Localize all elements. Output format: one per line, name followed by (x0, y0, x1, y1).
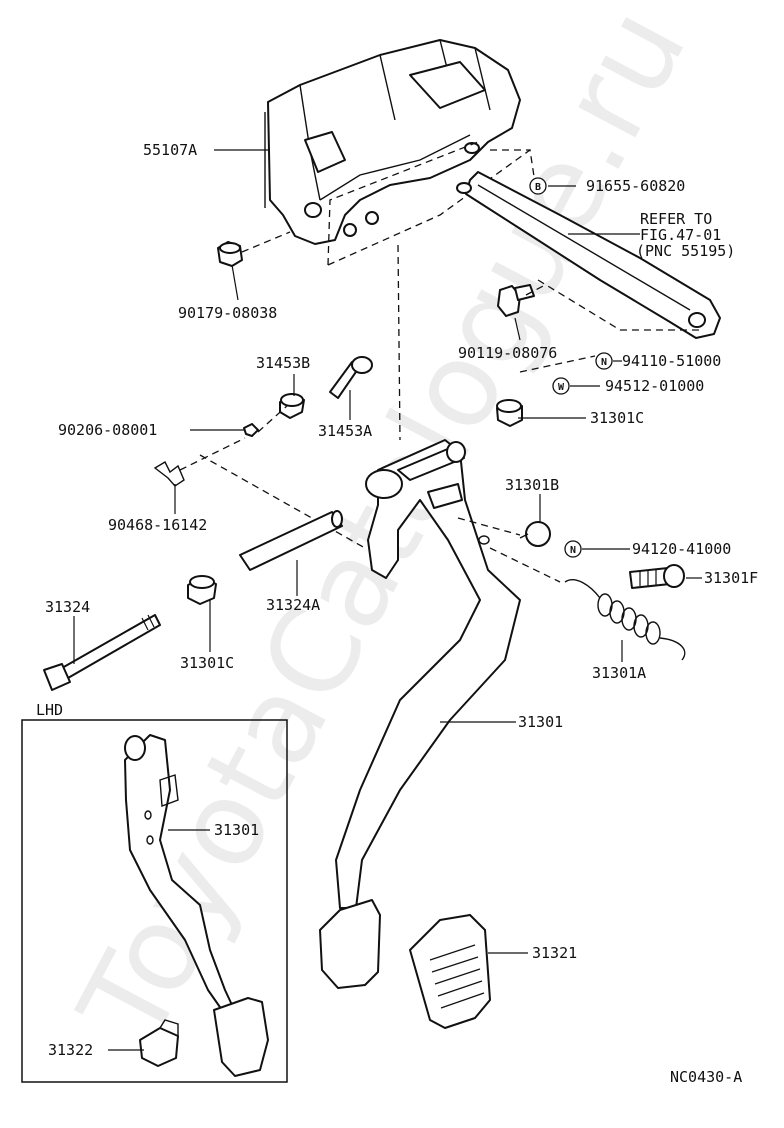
brake-pedal-lhd (124, 734, 269, 1077)
label-31301b: 31301B (505, 476, 559, 494)
bolt-31324 (43, 614, 161, 691)
stopper-31301b (519, 521, 551, 547)
nut-90179-08038 (217, 241, 243, 267)
washer-symbol-letter: W (558, 382, 565, 393)
bolt-symbol: B (529, 177, 547, 195)
refer-note-line-2: FIG.47-01 (640, 226, 721, 244)
shaft-31324a (239, 510, 343, 571)
return-spring-31301a (564, 579, 686, 661)
label-31301-lhd: 31301 (214, 821, 259, 839)
nut-symbol: N (595, 352, 613, 370)
label-31324a: 31324A (266, 596, 320, 614)
label-31301c-upper: 31301C (590, 409, 644, 427)
clip-90206-08001 (243, 423, 259, 437)
leader-lines (73, 149, 702, 1051)
collar-31301c-upper (496, 399, 523, 427)
support-rod (456, 171, 721, 339)
dashed-bracket-outline (327, 141, 536, 266)
lhd-inset-frame (21, 719, 288, 1083)
bolt-31301f (629, 564, 685, 589)
refer-note-line-1: REFER TO (640, 210, 712, 228)
label-31301a: 31301A (592, 664, 646, 682)
pin-31453a (329, 356, 373, 399)
label-91655-60820: 91655-60820 (586, 177, 685, 195)
nut-symbol-2: N (564, 540, 582, 558)
label-31453a: 31453A (318, 422, 372, 440)
spring-pin-90468-16142 (153, 461, 185, 487)
label-31322: 31322 (48, 1041, 93, 1059)
pedal-pad-31321 (409, 914, 491, 1029)
label-94110-51000: 94110-51000 (622, 352, 721, 370)
bracket-55107a (264, 39, 521, 245)
bushing-31453b (279, 393, 305, 419)
collar-31301c-lower (187, 575, 217, 605)
washer-symbol: W (552, 377, 570, 395)
bolt-90119-08076 (497, 284, 535, 317)
label-94512-01000: 94512-01000 (605, 377, 704, 395)
label-31324: 31324 (45, 598, 90, 616)
refer-note-line-3: (PNC 55195) (636, 242, 735, 260)
stop-light-switch-31322 (139, 1019, 179, 1067)
bolt-symbol-letter: B (535, 182, 541, 193)
label-31301c-lower: 31301C (180, 654, 234, 672)
brake-pedal-31301 (319, 439, 521, 989)
label-90179-08038: 90179-08038 (178, 304, 277, 322)
nut-symbol-letter: N (601, 357, 607, 368)
label-31301f: 31301F (704, 569, 758, 587)
label-90468-16142: 90468-16142 (108, 516, 207, 534)
nut-symbol-2-letter: N (570, 545, 576, 556)
diagram-code: NC0430-A (670, 1068, 742, 1086)
label-31301: 31301 (518, 713, 563, 731)
label-31321: 31321 (532, 944, 577, 962)
label-94120-41000: 94120-41000 (632, 540, 731, 558)
label-90206-08001: 90206-08001 (58, 421, 157, 439)
label-90119-08076: 90119-08076 (458, 344, 557, 362)
label-31453b: 31453B (256, 354, 310, 372)
label-55107a: 55107A (143, 141, 197, 159)
inset-title-lhd: LHD (36, 701, 63, 719)
